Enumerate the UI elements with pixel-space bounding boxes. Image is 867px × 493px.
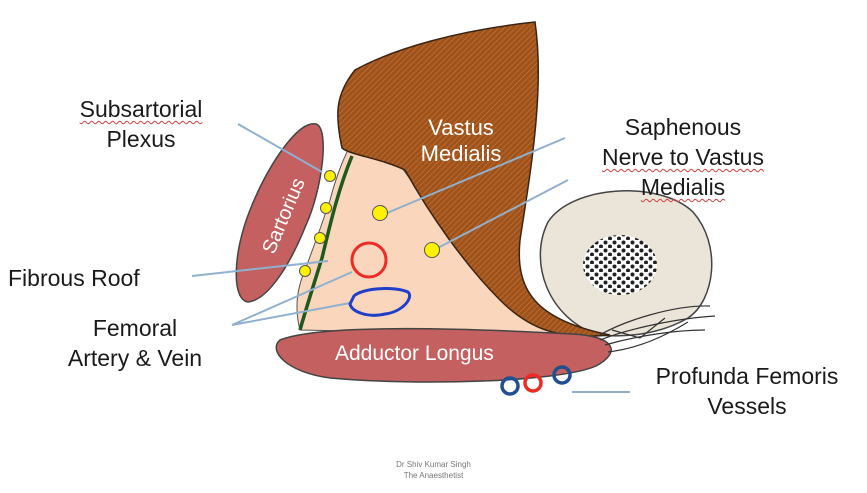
femoral-line-2: Artery & Vein xyxy=(40,343,230,373)
plexus-nerve-3 xyxy=(315,233,326,244)
fibrous-roof-text: Fibrous Roof xyxy=(8,263,140,293)
credit-line-2: The Anaesthetist xyxy=(0,470,867,481)
saphenous-nerve-label: Saphenous Nerve to Vastus Medialis xyxy=(578,112,788,202)
saphenous-line-1: Saphenous xyxy=(578,112,788,142)
vastus-line-2: Medialis xyxy=(396,141,526,167)
profunda-label: Profunda Femoris Vessels xyxy=(635,361,859,421)
vastus-line-1: Vastus xyxy=(396,115,526,141)
plexus-nerve-4 xyxy=(300,266,311,277)
fibrous-roof-label: Fibrous Roof xyxy=(8,263,140,293)
profunda-line-1: Profunda Femoris xyxy=(635,361,859,391)
vastus-medialis-label: Vastus Medialis xyxy=(396,115,526,167)
femoral-line-1: Femoral xyxy=(40,313,230,343)
profunda-line-2: Vessels xyxy=(635,391,859,421)
plexus-nerve-2 xyxy=(321,203,332,214)
adductor-longus-text: Adductor Longus xyxy=(335,342,494,365)
nerve-to-vastus-medialis xyxy=(425,243,440,258)
bone-marrow-pattern xyxy=(583,235,657,295)
saphenous-line-2: Nerve to Vastus xyxy=(578,142,788,172)
adductor-longus-label: Adductor Longus xyxy=(335,341,494,367)
subsartorial-plexus-label: Subsartorial Plexus xyxy=(46,94,236,154)
subsartorial-line-1: Subsartorial xyxy=(46,94,236,124)
author-credit: Dr Shiv Kumar Singh The Anaesthetist xyxy=(0,459,867,481)
saphenous-line-3: Medialis xyxy=(578,172,788,202)
plexus-nerve-1 xyxy=(325,171,336,182)
subsartorial-line-2: Plexus xyxy=(46,124,236,154)
femoral-vessels-label: Femoral Artery & Vein xyxy=(40,313,230,373)
credit-line-1: Dr Shiv Kumar Singh xyxy=(0,459,867,470)
saphenous-nerve xyxy=(373,206,388,221)
